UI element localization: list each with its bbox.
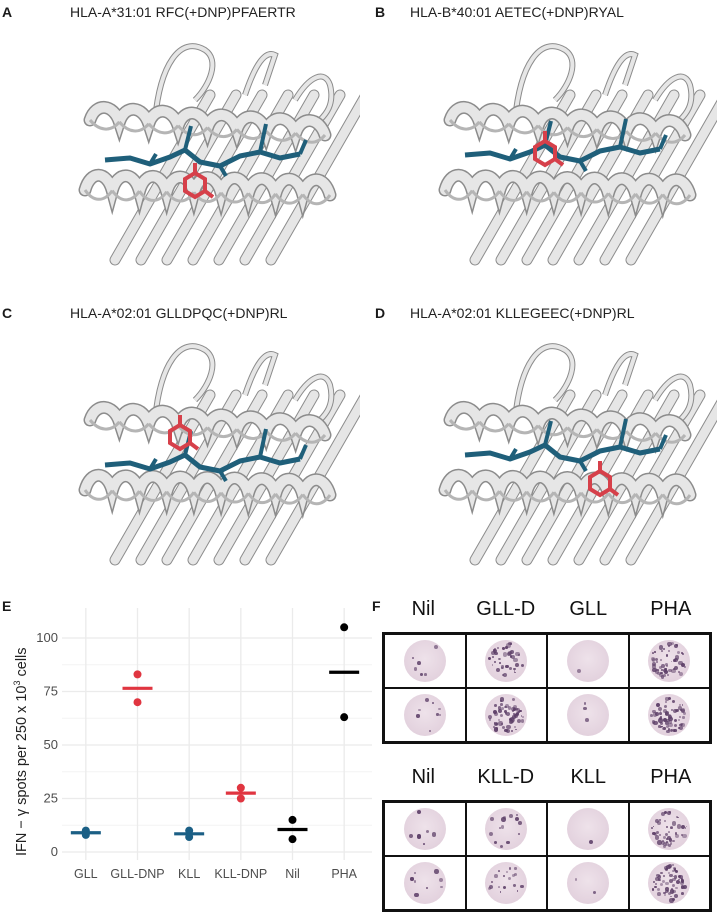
structure-d: [438, 343, 717, 566]
elispot-well: [403, 694, 446, 736]
elispot-well: [485, 862, 528, 904]
elispot-column-label: PHA: [650, 598, 692, 620]
panel-title-c: HLA-A*02:01 GLLDPQC(+DNP)RL: [70, 305, 288, 321]
elispot-well: [403, 808, 446, 850]
data-point: [133, 698, 142, 707]
elispot-column-label: GLL-D: [476, 598, 536, 620]
elispot-column-label: Nil: [411, 598, 435, 620]
data-point: [236, 783, 245, 792]
x-tick-label: GLL: [74, 867, 98, 881]
panel-title-a: HLA-A*31:01 RFC(+DNP)PFAERTR: [70, 4, 296, 20]
elispot-column-label: KLL-D: [477, 766, 535, 788]
elispot-well: [485, 808, 528, 850]
x-tick-label: Nil: [285, 867, 300, 881]
data-point: [288, 815, 297, 824]
y-tick-label: 0: [51, 844, 58, 859]
elispot-well: [648, 862, 691, 904]
structure-b: [438, 43, 717, 266]
data-point: [185, 826, 194, 835]
structure-a: [78, 43, 360, 266]
elispot-cell: [384, 856, 466, 910]
structure-c: [78, 343, 360, 566]
elispot-cell: [628, 802, 710, 856]
elispot-well: [648, 808, 691, 850]
elispot-cell: [384, 634, 466, 688]
elispot-well: [566, 808, 609, 850]
panel-letter-b: B: [375, 4, 386, 20]
elispot-cell: [384, 688, 466, 742]
elispot-well: [648, 694, 691, 736]
elispot-grid: [382, 632, 712, 744]
panel-title-d: HLA-A*02:01 KLLEGEEC(+DNP)RL: [410, 305, 635, 321]
elispot-column-label: Nil: [411, 766, 435, 788]
x-tick-label: GLL-DNP: [110, 867, 164, 881]
elispot-column-label: PHA: [650, 766, 692, 788]
elispot-cell: [547, 688, 629, 742]
y-tick-label: 75: [44, 684, 58, 699]
elispot-well: [485, 640, 528, 682]
elispot-well: [485, 694, 528, 736]
elispot-well: [403, 862, 446, 904]
data-point: [340, 623, 349, 632]
panel-letter-a: A: [2, 4, 13, 20]
y-tick-label: 100: [36, 630, 58, 645]
data-point: [133, 670, 142, 679]
y-tick-label: 50: [44, 737, 58, 752]
x-tick-label: KLL-DNP: [214, 867, 267, 881]
elispot-well: [566, 694, 609, 736]
panel-letter-c: C: [2, 305, 13, 321]
elispot-well: [648, 640, 691, 682]
panel-letter-f: F: [372, 598, 381, 614]
data-point: [81, 830, 90, 839]
elispot-column-label: GLL: [569, 598, 608, 620]
panel-title-b: HLA-B*40:01 AETEC(+DNP)RYAL: [410, 4, 624, 20]
panel-letter-e: E: [2, 598, 12, 614]
elispot-well: [403, 640, 446, 682]
elispot-column-label: KLL: [570, 766, 607, 788]
elispot-cell: [465, 688, 547, 742]
elispot-cell: [465, 802, 547, 856]
data-point: [236, 794, 245, 803]
elispot-cell: [465, 856, 547, 910]
x-tick-label: KLL: [178, 867, 200, 881]
elispot-cell: [384, 802, 466, 856]
elispot-cell: [628, 634, 710, 688]
y-tick-label: 25: [44, 791, 58, 806]
data-point: [340, 713, 349, 722]
elispot-well: [566, 640, 609, 682]
elispot-cell: [465, 634, 547, 688]
elispot-well: [566, 862, 609, 904]
elispot-cell: [628, 856, 710, 910]
elispot-cell: [547, 802, 629, 856]
x-tick-label: PHA: [331, 867, 357, 881]
data-point: [288, 835, 297, 844]
panel-letter-d: D: [375, 305, 386, 321]
data-point: [185, 833, 194, 842]
elispot-grid: [382, 800, 712, 912]
elispot-cell: [547, 634, 629, 688]
elispot-cell: [547, 856, 629, 910]
elispot-cell: [628, 688, 710, 742]
